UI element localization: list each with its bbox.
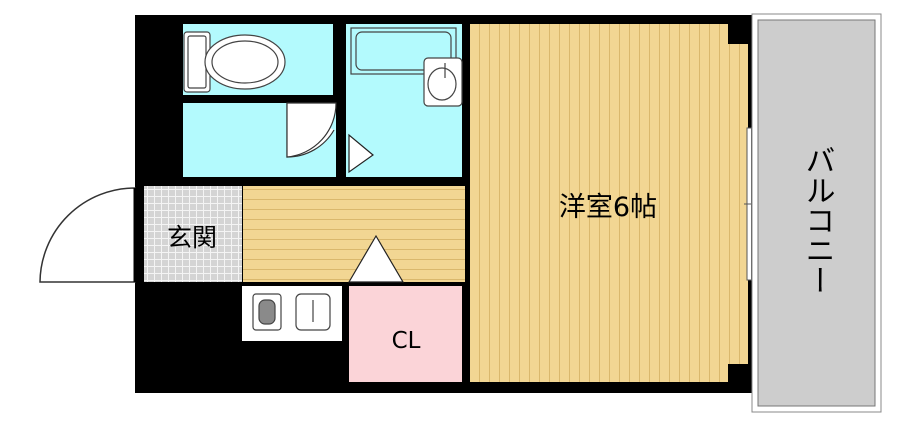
entrance-label: 玄関 — [167, 223, 217, 252]
sink-icon — [423, 57, 463, 107]
balcony-label: バルコニー — [800, 145, 835, 295]
washroom-door-arc — [286, 102, 337, 158]
western-room-label: 洋室6帖 — [559, 192, 657, 223]
entrance-floor — [144, 186, 242, 282]
kitchen-sink-icon — [295, 293, 331, 331]
bathtub-icon — [350, 27, 457, 75]
toilet-icon — [183, 31, 286, 93]
western-room — [470, 24, 748, 382]
wall-notch — [728, 364, 750, 388]
closet — [349, 286, 462, 382]
wall-notch — [728, 18, 750, 44]
closet-label: CL — [392, 328, 421, 354]
closet-arrow — [347, 234, 405, 283]
stove-icon — [252, 293, 282, 331]
balcony-floor — [757, 19, 876, 407]
corridor — [243, 186, 465, 282]
entrance-door-swing — [39, 187, 136, 283]
door-arrow — [348, 133, 374, 174]
